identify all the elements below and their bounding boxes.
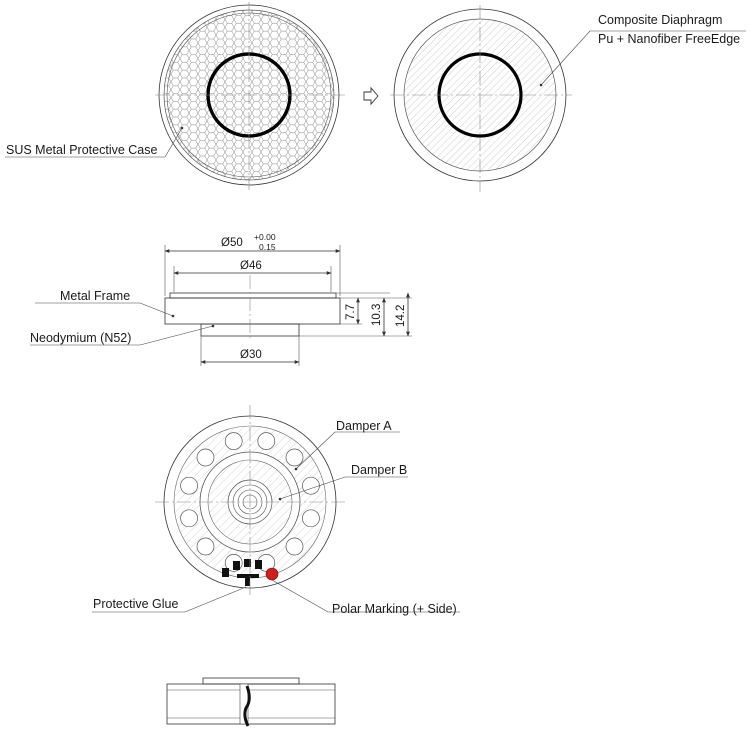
dim-magnet-diameter: Ø30 <box>240 349 262 361</box>
label-damper-a: Damper A <box>336 419 392 433</box>
dim-height-frame: 7.7 <box>345 304 357 320</box>
back-view <box>155 405 345 595</box>
vent-hole <box>180 509 198 528</box>
vent-hole <box>302 509 320 528</box>
vent-hole <box>180 476 198 495</box>
edge-view <box>166 677 336 727</box>
dim-outer-tol-upper: 0.00 <box>259 232 276 242</box>
protective-glue-mark <box>237 574 259 586</box>
dim-outer-tol-lower: 0.15 <box>259 242 276 252</box>
dim-height-body: 10.3 <box>371 304 383 326</box>
label-composite-diaphragm: Composite Diaphragm <box>598 13 722 27</box>
dim-inner-diameter: Ø46 <box>240 260 262 272</box>
dim-outer-tol-plus-sign: + <box>254 232 259 242</box>
transition-arrow-icon <box>363 86 379 106</box>
front-view-mesh-case <box>155 2 345 190</box>
polar-marking-dot <box>265 567 279 581</box>
label-sus-metal-protective-case: SUS Metal Protective Case <box>6 143 157 157</box>
dim-height-total: 14.2 <box>395 305 407 327</box>
vent-hole <box>224 432 243 450</box>
terminal-slots <box>222 559 262 577</box>
vent-hole <box>257 432 276 450</box>
leader-lines <box>5 30 746 613</box>
side-view <box>164 245 412 366</box>
label-metal-frame: Metal Frame <box>60 289 130 303</box>
vent-hole <box>196 448 215 467</box>
label-polar-marking: Polar Marking (+ Side) <box>332 602 457 616</box>
vent-hole <box>285 448 304 467</box>
label-damper-b: Damper B <box>351 463 407 477</box>
dim-outer-diameter: Ø50 <box>221 237 243 249</box>
vent-hole <box>302 476 320 495</box>
vent-hole <box>285 537 304 556</box>
label-protective-glue: Protective Glue <box>93 597 179 611</box>
front-view-diaphragm <box>390 5 572 192</box>
vent-hole <box>196 537 215 556</box>
label-neodymium: Neodymium (N52) <box>30 331 131 345</box>
label-pu-nanofiber-freeedge: Pu + Nanofiber FreeEdge <box>598 32 740 46</box>
